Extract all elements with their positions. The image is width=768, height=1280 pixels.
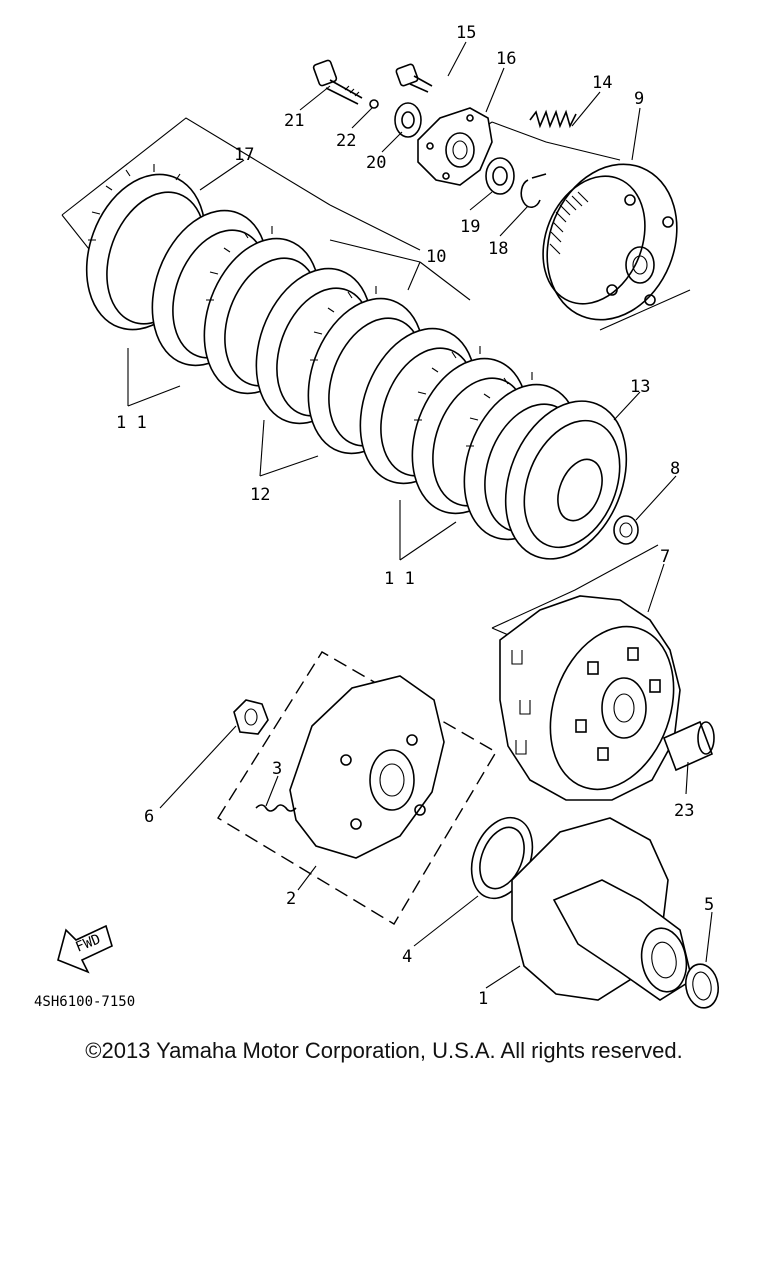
washer-8 [613, 515, 639, 545]
plate-16 [417, 107, 493, 186]
primary-driven-gear [511, 817, 693, 1001]
clutch-carrier-group [217, 651, 497, 925]
callout-23: 23 [674, 801, 694, 821]
clutch-exploded-diagram: FWD 15 16 14 9 [34, 23, 720, 1010]
plate-13 [504, 400, 628, 560]
callout-17: 17 [234, 145, 254, 165]
callout-20: 20 [366, 153, 386, 173]
bolt-21 [312, 59, 363, 105]
callout-16: 16 [496, 49, 516, 69]
callout-10: 10 [426, 247, 446, 267]
callout-1: 1 [478, 989, 488, 1009]
leader-lines [127, 41, 713, 989]
copyright-notice: ©2013 Yamaha Motor Corporation, U.S.A. A… [85, 1038, 683, 1063]
clutch-housing [499, 595, 681, 801]
callout-9: 9 [634, 89, 644, 109]
callout-4: 4 [402, 947, 412, 967]
bearing-19 [485, 157, 515, 195]
callout-21: 21 [284, 111, 304, 131]
callout-15: 15 [456, 23, 476, 43]
nut-6 [233, 699, 269, 735]
callout-18: 18 [488, 239, 508, 259]
fwd-arrow-icon: FWD [57, 924, 113, 974]
callout-19: 19 [460, 217, 480, 237]
callout-14: 14 [592, 73, 612, 93]
callout-13: 13 [630, 377, 650, 397]
callout-12: 12 [250, 485, 270, 505]
spring-3 [255, 804, 297, 812]
clutch-carrier-2 [289, 675, 445, 859]
callout-8: 8 [670, 459, 680, 479]
callout-5: 5 [704, 895, 714, 915]
bearing-20 [394, 102, 422, 138]
bolt-15 [395, 63, 433, 93]
callout-11-left: 1 1 [116, 413, 147, 433]
callout-11-bottom: 1 1 [384, 569, 415, 589]
diagram-code: 4SH6100-7150 [34, 994, 135, 1010]
callout-3: 3 [272, 759, 282, 779]
callout-6: 6 [144, 807, 154, 827]
callout-2: 2 [286, 889, 296, 909]
ball-22 [369, 99, 379, 109]
callout-7: 7 [660, 547, 670, 567]
pressure-plate [542, 163, 678, 321]
collar-23 [662, 720, 715, 772]
callout-22: 22 [336, 131, 356, 151]
spring-14 [529, 109, 577, 129]
washer-18 [520, 173, 547, 209]
callout-labels: 15 16 14 9 21 22 20 17 19 18 10 1 1 12 1… [116, 23, 714, 1009]
washer-5 [684, 963, 720, 1009]
